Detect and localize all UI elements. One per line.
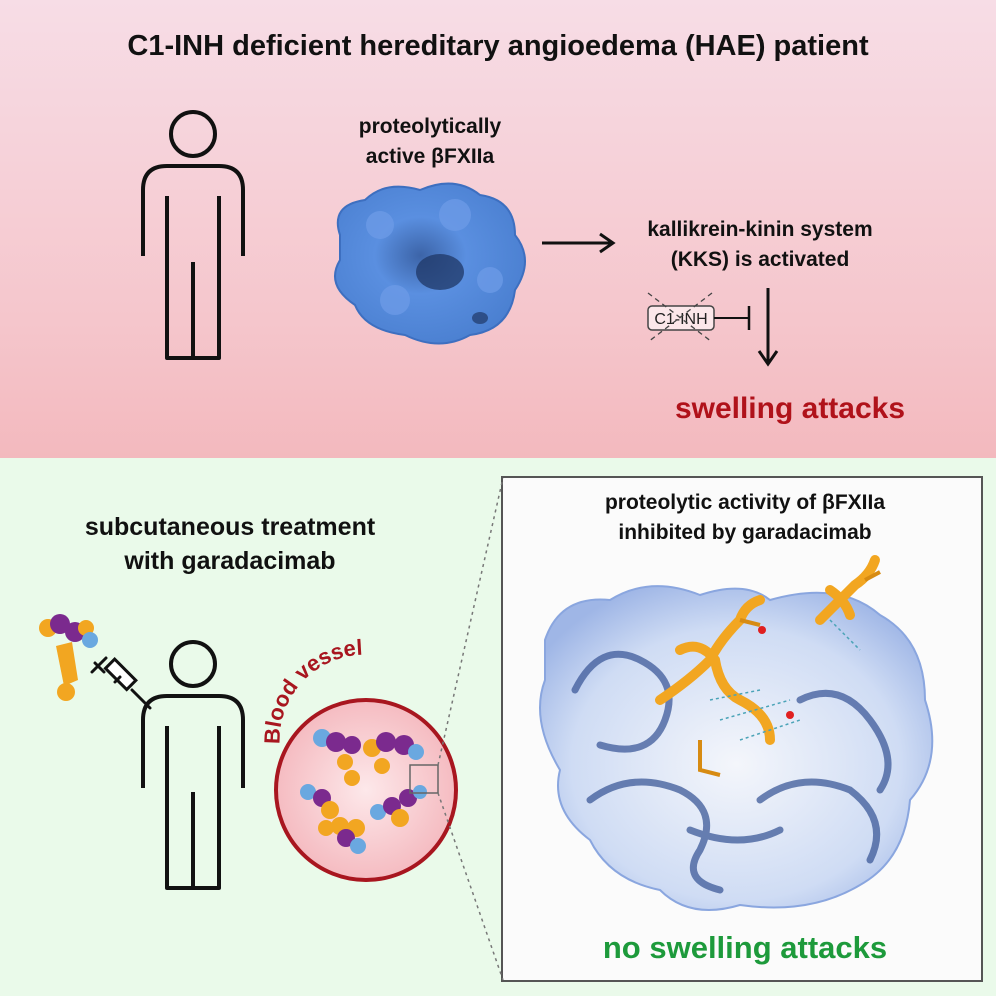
person-icon-bottom — [141, 640, 245, 890]
treatment-line1: subcutaneous treatment — [84, 513, 376, 541]
person-icon — [141, 110, 245, 360]
kks-label-line1: kallikrein-kinin system — [647, 218, 873, 241]
zoom-lines — [437, 477, 504, 981]
protein-label: proteolytically active βFXIIa — [300, 112, 560, 172]
blood-vessel-circle — [274, 698, 458, 882]
antibody-icon — [39, 614, 98, 701]
arrow-icon — [542, 232, 616, 254]
oxygen-atom — [786, 711, 794, 719]
kks-label: kallikrein-kinin system (KKS) is activat… — [610, 215, 910, 275]
antibody-cluster-2 — [363, 732, 424, 774]
inset-title: proteolytic activity of βFXIIa inhibited… — [510, 488, 980, 548]
side-chains — [698, 570, 881, 777]
down-arrow-icon — [757, 288, 779, 367]
inhibitor-box-label: C1-INH — [654, 311, 707, 328]
protein-label-line2: active βFXIIa — [365, 145, 495, 168]
main-title: C1-INH deficient hereditary angioedema (… — [127, 30, 869, 62]
kks-label-line2: (KKS) is activated — [670, 248, 850, 271]
antibody-cluster-1 — [313, 729, 361, 786]
treatment-line2: with garadacimab — [124, 547, 336, 575]
protein-surface — [334, 182, 526, 345]
inset-protein-structure — [539, 555, 934, 911]
swelling-attacks-label: swelling attacks — [674, 392, 906, 425]
inset-title-line2: inhibited by garadacimab — [618, 521, 872, 544]
zoom-box — [409, 764, 439, 794]
inset-title-line1: proteolytic activity of βFXIIa — [604, 491, 886, 514]
no-swelling-attacks-label: no swelling attacks — [602, 930, 888, 965]
inhibition-icon: C1-INH — [647, 292, 751, 343]
antibody-cluster-3 — [300, 784, 349, 836]
hbond-lines — [709, 619, 861, 741]
protein-label-line1: proteolytically — [358, 115, 502, 138]
oxygen-atom-2 — [758, 626, 766, 634]
backbone-ribbon — [571, 650, 892, 894]
treatment-label: subcutaneous treatment with garadacimab — [30, 510, 430, 578]
garadacimab-helix — [655, 555, 880, 745]
antibody-cluster-4 — [337, 819, 366, 854]
syringe-icon — [90, 656, 152, 710]
